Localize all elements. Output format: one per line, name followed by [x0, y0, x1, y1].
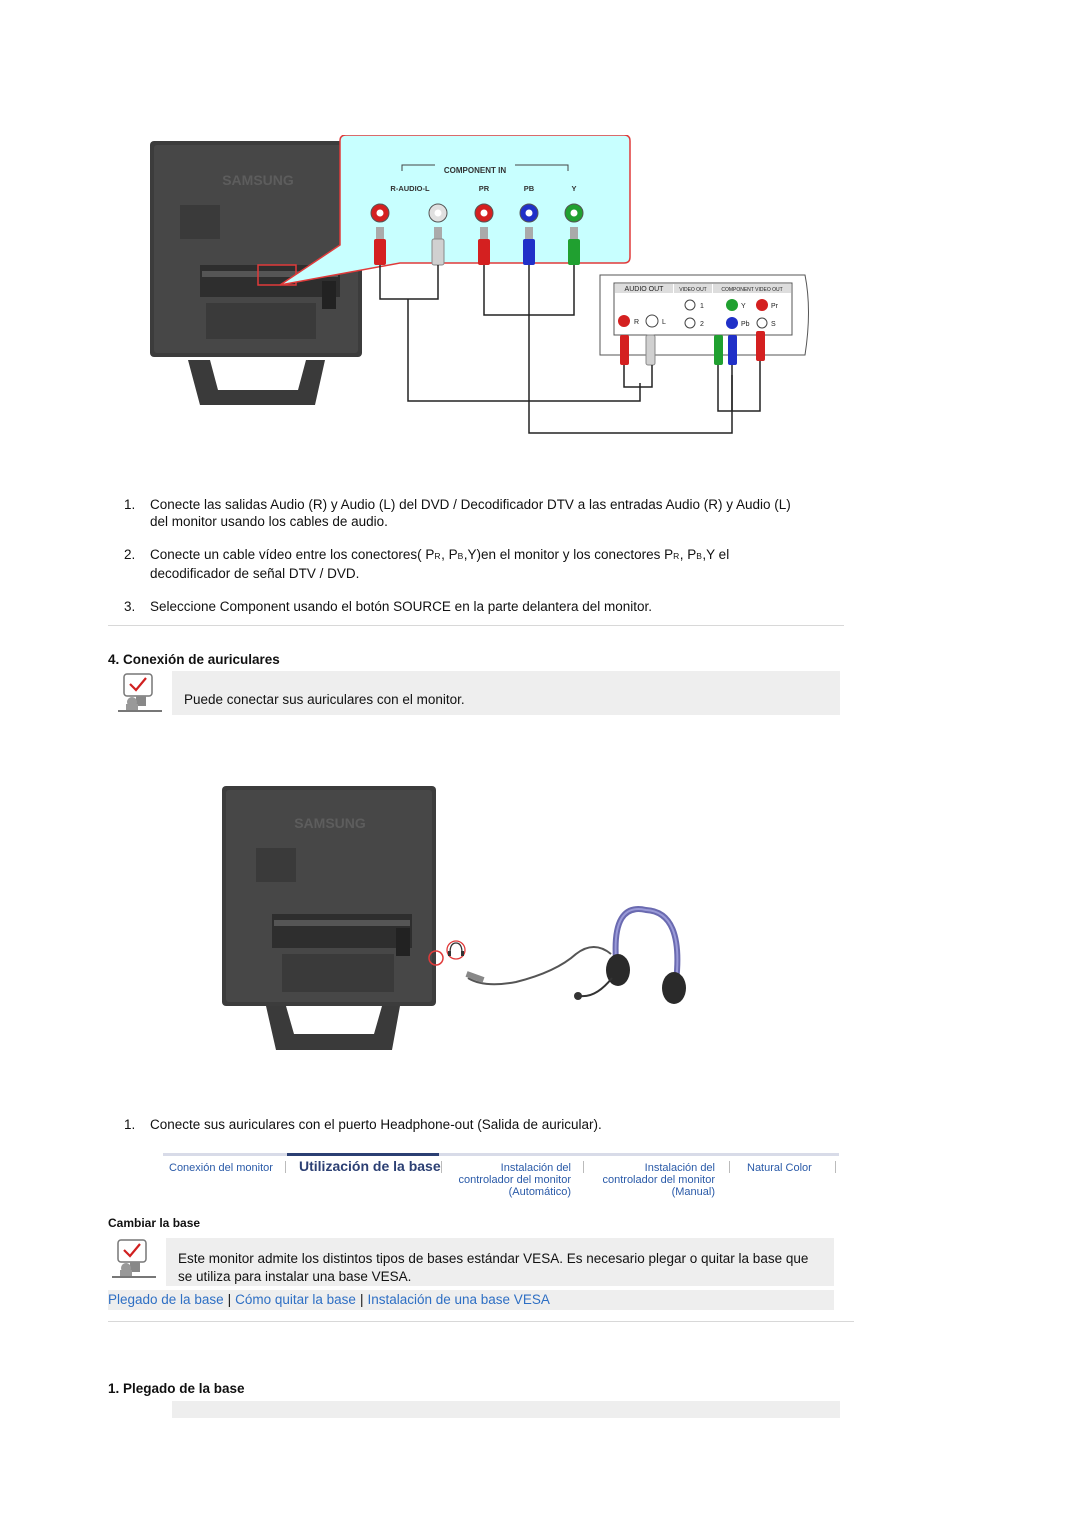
monitor-back-image: SAMSUNG	[222, 786, 436, 1050]
y-label: Y	[571, 184, 576, 193]
section-heading: 1. Plegado de la base	[108, 1381, 245, 1396]
brand-logo: SAMSUNG	[222, 172, 294, 188]
component-steps: 1. Conecte las salidas Audio (R) y Audio…	[110, 496, 810, 631]
svg-text:S: S	[771, 321, 776, 328]
section-heading: 4. Conexión de auriculares	[108, 652, 280, 667]
svg-text:Y: Y	[741, 303, 746, 310]
audio-label: R-AUDIO-L	[390, 184, 430, 193]
tab-conexion-monitor[interactable]: Conexión del monitor	[169, 1162, 273, 1174]
rca-plugs	[374, 227, 580, 266]
tab-natural-color[interactable]: Natural Color	[747, 1162, 812, 1174]
tab-instalacion-automatico[interactable]: Instalación del controlador del monitor …	[458, 1162, 571, 1198]
component-connection-diagram: SAMSUNG COMPONENT IN R-AUDIO-L PR PB Y	[150, 135, 809, 434]
tab-utilizacion-base[interactable]: Utilización de la base	[299, 1158, 441, 1174]
svg-text:1: 1	[700, 303, 704, 310]
link-quitar-base[interactable]: Cómo quitar la base	[235, 1292, 356, 1307]
monitor-back-image: SAMSUNG	[150, 141, 362, 405]
link-plegado-base[interactable]: Plegado de la base	[108, 1292, 224, 1307]
pb-label: PB	[524, 184, 535, 193]
svg-text:R: R	[634, 319, 639, 326]
svg-text:L: L	[662, 319, 666, 326]
svg-text:Pb: Pb	[741, 321, 750, 328]
component-video-out-label: COMPONENT VIDEO OUT	[721, 287, 782, 293]
headphone-port-highlight	[428, 950, 444, 966]
list-item: 1. Conecte las salidas Audio (R) y Audio…	[124, 497, 791, 529]
component-in-label: COMPONENT IN	[444, 166, 506, 175]
note-check-icon	[118, 673, 162, 712]
base-links-bar: Plegado de la base|Cómo quitar la base|I…	[108, 1290, 834, 1310]
brand-logo: SAMSUNG	[294, 815, 366, 831]
video-out-label: VIDEO OUT	[679, 287, 707, 293]
pr-label: PR	[479, 184, 490, 193]
rca-jacks	[370, 203, 584, 223]
list-item: 2. Conecte un cable vídeo entre los cone…	[124, 547, 730, 581]
headphone-steps: 1. Conecte sus auriculares con el puerto…	[110, 1116, 810, 1149]
callout-panel	[279, 135, 631, 286]
headset-image	[465, 906, 686, 1004]
svg-text:2: 2	[700, 321, 704, 328]
headphone-icon	[446, 940, 466, 960]
note-check-icon	[112, 1239, 156, 1278]
headphone-connection-diagram: SAMSUNG	[222, 786, 686, 1050]
divider	[108, 625, 844, 626]
section-heading: Cambiar la base	[108, 1216, 201, 1230]
note-box: Puede conectar sus auriculares con el mo…	[172, 671, 840, 715]
audio-out-label: AUDIO OUT	[625, 286, 665, 293]
list-item: 3. Seleccione Component usando el botón …	[124, 599, 653, 614]
link-instalacion-vesa[interactable]: Instalación de una base VESA	[367, 1292, 550, 1307]
content-placeholder-bar	[172, 1401, 840, 1418]
divider	[108, 1321, 854, 1322]
note-box: Este monitor admite los distintos tipos …	[166, 1238, 834, 1286]
dvd-panel: AUDIO OUT VIDEO OUT COMPONENT VIDEO OUT …	[599, 274, 809, 366]
list-item: 1. Conecte sus auriculares con el puerto…	[124, 1117, 602, 1132]
section-tab-bar: Conexión del monitor Utilización de la b…	[163, 1153, 839, 1201]
tab-instalacion-manual[interactable]: Instalación del controlador del monitor …	[602, 1162, 715, 1198]
svg-text:Pr: Pr	[771, 303, 779, 310]
